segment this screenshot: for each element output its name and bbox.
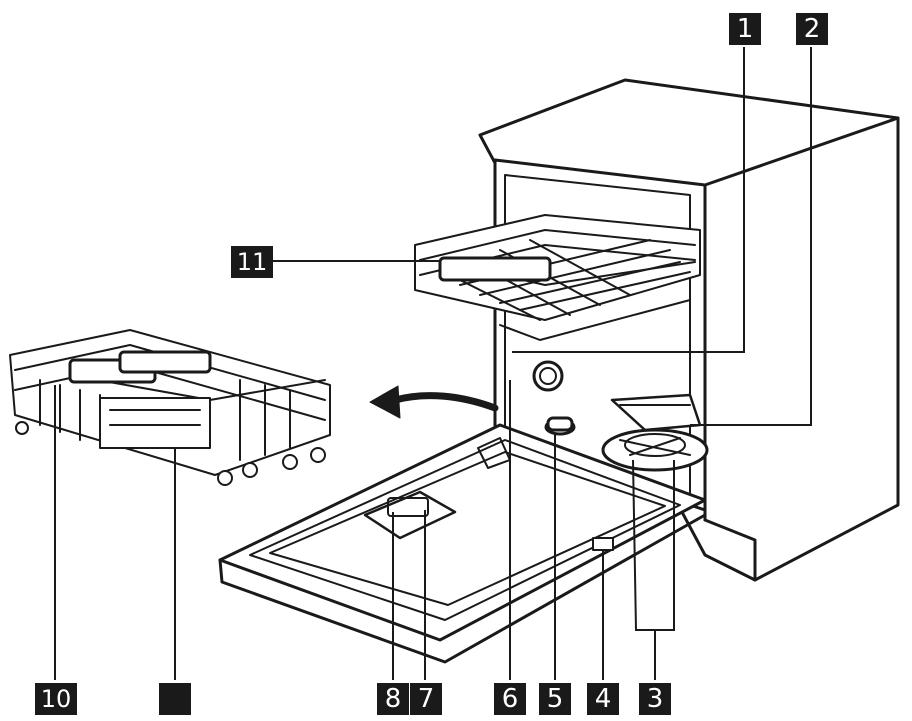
callout-11: 11 <box>231 246 273 278</box>
callout-4: 4 <box>587 683 619 715</box>
salt-container-cap <box>546 418 574 434</box>
callout-5: 5 <box>539 683 571 715</box>
callout-7: 7 <box>410 683 442 715</box>
lower-basket-removed <box>10 330 330 485</box>
callout-1: 1 <box>729 13 761 45</box>
callout-2: 2 <box>796 13 828 45</box>
callout-8: 8 <box>377 683 409 715</box>
rinse-aid-dispenser <box>534 362 562 390</box>
removal-arrow <box>370 386 495 418</box>
callout-9 <box>159 683 191 715</box>
callout-6: 6 <box>494 683 526 715</box>
filter-system <box>603 430 707 470</box>
callout-3: 3 <box>639 683 671 715</box>
callout-10: 10 <box>35 683 77 715</box>
